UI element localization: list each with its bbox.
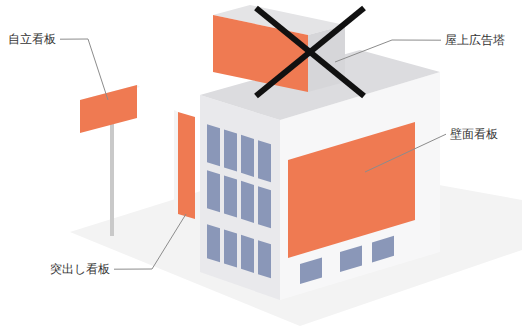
cross-mark (256, 8, 364, 96)
window (340, 245, 362, 272)
window (258, 186, 271, 228)
window (207, 124, 220, 166)
window (258, 240, 271, 278)
building-left-face (200, 95, 280, 300)
cross-mark (256, 8, 364, 96)
window (224, 176, 237, 218)
leader-line (365, 134, 446, 172)
window (372, 236, 394, 263)
leader-line (114, 214, 186, 269)
callout-label: 屋上広告塔 (445, 33, 505, 47)
projecting-sign-edge (174, 110, 178, 214)
window (300, 257, 322, 284)
window (241, 135, 254, 177)
callout-label: 壁面看板 (450, 127, 498, 141)
leader-line (60, 39, 108, 100)
callout-label: 自立看板 (8, 32, 56, 46)
window (207, 224, 220, 262)
window (224, 130, 237, 172)
projecting-sign (178, 112, 195, 219)
wall-sign (288, 122, 415, 258)
window (241, 181, 254, 223)
window (224, 230, 237, 268)
rooftop-tower (213, 15, 308, 92)
callout-label: 突出し看板 (50, 262, 110, 276)
window (241, 235, 254, 273)
sign-pole (110, 112, 114, 236)
window (207, 170, 220, 212)
freestanding-sign (80, 85, 137, 133)
leader-line (335, 40, 441, 62)
window (258, 140, 271, 182)
